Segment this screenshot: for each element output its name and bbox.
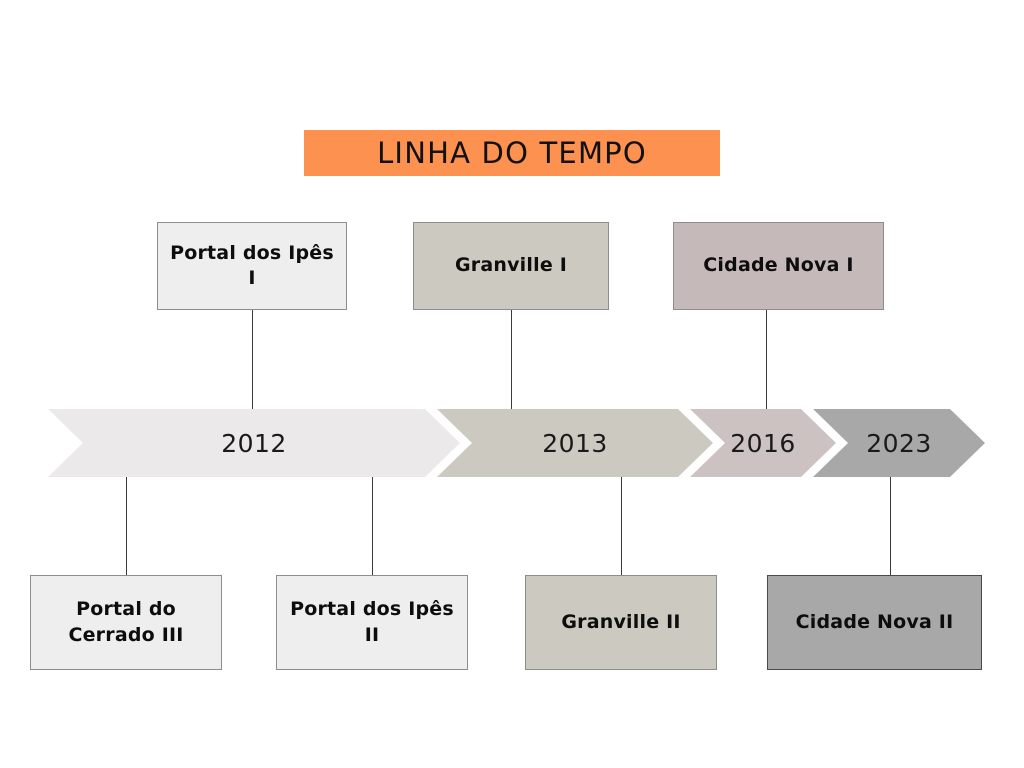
- event-box-cidade-nova-i[interactable]: Cidade Nova I: [673, 222, 884, 310]
- event-label: Granville I: [454, 254, 567, 277]
- year-text: 2013: [542, 428, 608, 458]
- connector-line-granville-ii: [621, 477, 622, 575]
- connector-line-cidade-nova-ii: [890, 477, 891, 575]
- event-box-portal-dos-ipes-i[interactable]: Portal dos Ipês I: [157, 222, 347, 310]
- event-label: Portal dos Ipês II: [290, 598, 454, 646]
- year-label-2023: 2023: [813, 409, 985, 477]
- page-title: LINHA DO TEMPO: [377, 136, 647, 170]
- connector-line-granville-i: [511, 310, 512, 409]
- year-text: 2023: [866, 428, 932, 458]
- year-label-2013: 2013: [437, 409, 713, 477]
- year-label-2016: 2016: [690, 409, 836, 477]
- timeline-segment-2016[interactable]: [690, 409, 836, 477]
- event-label: Cidade Nova I: [703, 254, 854, 277]
- timeline-band: [48, 409, 985, 477]
- connector-line-cidade-nova-i: [766, 310, 767, 409]
- year-label-2012: 2012: [48, 409, 460, 477]
- event-box-cidade-nova-ii[interactable]: Cidade Nova II: [767, 575, 982, 670]
- timeline-segment-2023[interactable]: [813, 409, 985, 477]
- title-banner: LINHA DO TEMPO: [304, 130, 720, 176]
- year-text: 2012: [221, 428, 287, 458]
- event-box-granville-i[interactable]: Granville I: [413, 222, 609, 310]
- year-text: 2016: [730, 428, 796, 458]
- connector-line-portal-dos-ipes-ii: [372, 477, 373, 575]
- event-box-portal-dos-ipes-ii[interactable]: Portal dos Ipês II: [276, 575, 468, 670]
- event-label: Granville II: [561, 610, 681, 633]
- event-box-portal-do-cerrado-iii[interactable]: Portal do Cerrado III: [30, 575, 222, 670]
- event-label: Portal do Cerrado III: [68, 598, 184, 646]
- connector-line-portal-do-cerrado-iii: [126, 477, 127, 575]
- timeline-segment-2012[interactable]: [48, 409, 460, 477]
- timeline-segment-2013[interactable]: [437, 409, 713, 477]
- event-box-granville-ii[interactable]: Granville II: [525, 575, 717, 670]
- event-label: Cidade Nova II: [795, 610, 954, 633]
- connector-line-portal-dos-ipes-i: [252, 310, 253, 409]
- event-label: Portal dos Ipês I: [170, 241, 334, 289]
